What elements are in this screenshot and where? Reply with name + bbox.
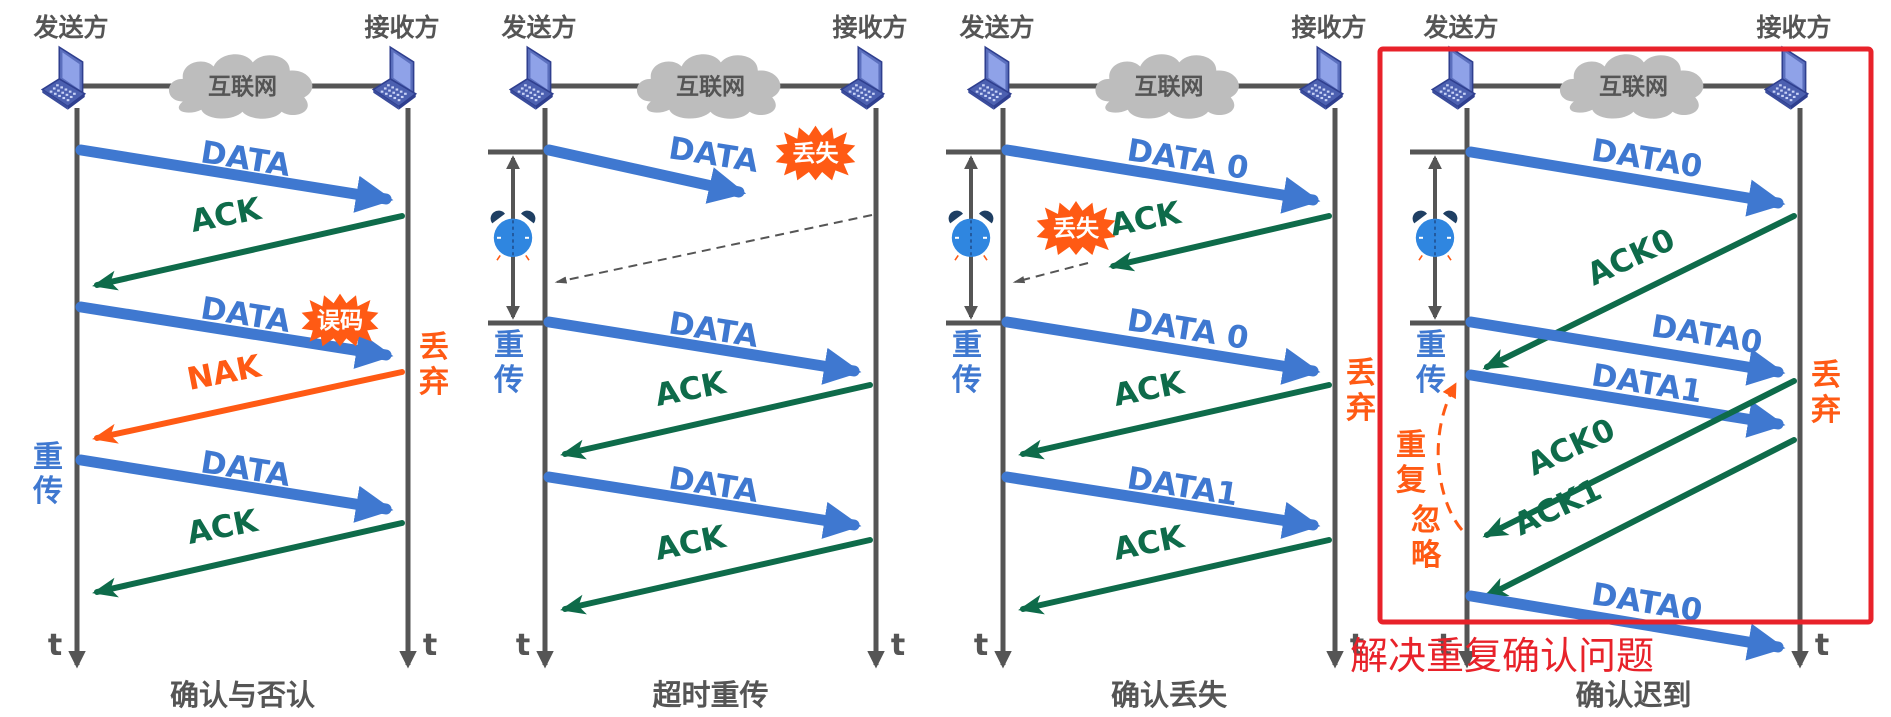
receiver-time-axis-label: t bbox=[1815, 628, 1829, 663]
message-label: NAK bbox=[184, 348, 264, 398]
message-label: ACK bbox=[188, 191, 265, 240]
sender-time-axis-label: t bbox=[1438, 628, 1452, 663]
laptop-icon bbox=[1431, 46, 1476, 111]
receiver-time-axis-label: t bbox=[1350, 628, 1364, 663]
laptop-icon bbox=[41, 46, 86, 111]
ignore-dashed-arc bbox=[1436, 382, 1464, 531]
receiver-time-axis-label: t bbox=[891, 628, 905, 663]
network-label: 互联网 bbox=[1599, 74, 1668, 100]
sender-retransmit-note: 传 bbox=[1415, 363, 1446, 398]
message-arrow-data bbox=[1001, 144, 1321, 214]
sender-retransmit-note: 重 bbox=[1416, 328, 1446, 363]
ignore-note: 忽 bbox=[1411, 503, 1441, 538]
laptop-icon bbox=[1299, 46, 1344, 111]
network-label: 互联网 bbox=[676, 74, 745, 100]
network-label: 互联网 bbox=[1135, 74, 1204, 100]
message-arrow-ack bbox=[1108, 213, 1332, 272]
message-arrow-data bbox=[1001, 316, 1321, 385]
panel-caption: 超时重传 bbox=[652, 678, 768, 712]
sender-label: 发送方 bbox=[500, 13, 576, 42]
message-arrow-data bbox=[1465, 316, 1786, 386]
message-arrow-data bbox=[543, 316, 862, 385]
message-label: ACK bbox=[184, 503, 261, 552]
message-label: ACK bbox=[652, 519, 729, 568]
message-arrow-ack bbox=[560, 382, 873, 460]
message-arrow-nak bbox=[92, 369, 405, 444]
receiver-discard-note: 丢 bbox=[1811, 358, 1841, 393]
message-arrow-ack bbox=[1482, 213, 1797, 370]
highlight-box bbox=[1377, 46, 1874, 625]
message-arrow-data bbox=[75, 301, 394, 369]
message-arrow-data bbox=[543, 144, 747, 204]
sender-time-axis-label: t bbox=[516, 628, 530, 663]
annotation-text: 解决重复确认问题 bbox=[1350, 634, 1654, 678]
panel-caption: 确认与否认 bbox=[170, 678, 315, 712]
sender-time-axis-label: t bbox=[974, 628, 988, 663]
message-arrow-ack bbox=[92, 213, 405, 291]
message-label: ACK0 bbox=[1582, 222, 1681, 294]
message-label: DATA bbox=[666, 130, 761, 180]
ignore-note: 略 bbox=[1411, 538, 1442, 573]
message-label: ACK bbox=[1111, 365, 1188, 414]
message-arrow-ack bbox=[560, 537, 873, 615]
message-arrow-ack bbox=[1018, 537, 1332, 615]
receiver-discard-note: 弃 bbox=[1811, 393, 1841, 428]
receiver-discard-note: 丢 bbox=[419, 330, 449, 365]
message-arrow-ack bbox=[1482, 378, 1797, 538]
network-label: 互联网 bbox=[208, 74, 277, 100]
sender-retransmit-note: 重 bbox=[33, 440, 63, 475]
error-burst-label: 丢失 bbox=[793, 141, 840, 167]
sender-retransmit-note: 传 bbox=[493, 363, 524, 398]
message-arrow-data bbox=[1001, 471, 1321, 539]
laptop-icon bbox=[372, 46, 417, 111]
message-arrow-ack bbox=[92, 520, 405, 598]
error-burst-label: 误码 bbox=[317, 308, 363, 334]
error-burst-label: 丢失 bbox=[1053, 216, 1100, 242]
sender-label: 发送方 bbox=[958, 13, 1034, 42]
sender-retransmit-note: 传 bbox=[951, 363, 982, 398]
laptop-icon bbox=[840, 46, 885, 111]
laptop-icon bbox=[509, 46, 554, 111]
message-arrow-ack bbox=[1482, 437, 1797, 599]
receiver-discard-note: 丢 bbox=[1346, 356, 1376, 391]
sender-retransmit-note: 传 bbox=[32, 474, 63, 509]
receiver-discard-note: 弃 bbox=[419, 365, 449, 400]
timeout-dashed-line bbox=[1012, 262, 1089, 284]
receiver-label: 接收方 bbox=[832, 13, 907, 42]
duplicate-note: 复 bbox=[1396, 463, 1426, 498]
message-arrow-data bbox=[75, 454, 394, 523]
sender-label: 发送方 bbox=[1422, 13, 1498, 42]
receiver-label: 接收方 bbox=[1291, 13, 1366, 42]
laptop-icon bbox=[1764, 46, 1809, 111]
message-arrow-data bbox=[75, 144, 394, 213]
panel-caption: 确认迟到 bbox=[1575, 678, 1691, 712]
message-label: ACK bbox=[1111, 519, 1188, 568]
message-arrow-data bbox=[1465, 146, 1786, 217]
message-label: ACK bbox=[1107, 195, 1184, 244]
timeout-dashed-line bbox=[554, 214, 873, 284]
panel-caption: 确认丢失 bbox=[1111, 678, 1228, 712]
sender-label: 发送方 bbox=[32, 13, 108, 42]
sender-retransmit-note: 重 bbox=[952, 328, 982, 363]
message-label: ACK bbox=[652, 365, 729, 414]
message-arrow-data bbox=[543, 471, 862, 539]
message-label: ACK1 bbox=[1508, 472, 1607, 544]
message-arrow-ack bbox=[1018, 382, 1332, 460]
receiver-time-axis-label: t bbox=[423, 628, 437, 663]
duplicate-note: 重 bbox=[1396, 428, 1426, 463]
sender-time-axis-label: t bbox=[48, 628, 62, 663]
receiver-label: 接收方 bbox=[364, 13, 439, 42]
receiver-discard-note: 弃 bbox=[1346, 391, 1376, 426]
receiver-label: 接收方 bbox=[1756, 13, 1831, 42]
sender-retransmit-note: 重 bbox=[494, 328, 524, 363]
laptop-icon bbox=[967, 46, 1012, 111]
